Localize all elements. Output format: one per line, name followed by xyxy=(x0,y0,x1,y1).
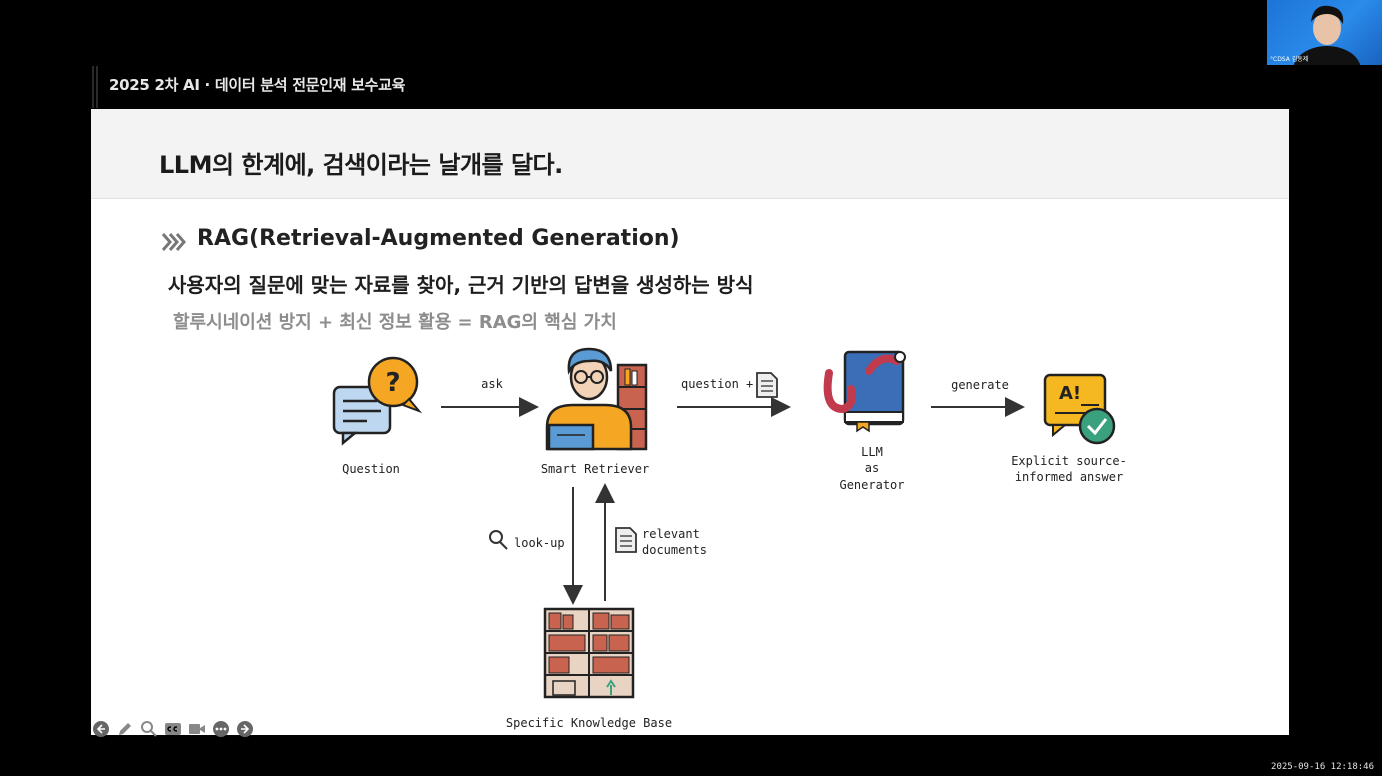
lookup-label: look-up xyxy=(514,536,565,550)
ask-label: ask xyxy=(481,377,503,391)
webcam-name-label: °CDSA 김동제 xyxy=(1270,54,1308,63)
ellipsis-icon xyxy=(212,720,230,738)
knowledge-base-label: Specific Knowledge Base xyxy=(506,716,672,730)
bookshelf-icon xyxy=(545,609,633,697)
question-bubble-icon: ? xyxy=(334,358,419,443)
llm-label-line1: LLM xyxy=(861,445,883,459)
subtitles-button[interactable] xyxy=(164,720,182,738)
presentation-slide: LLM의 한계에, 검색이라는 날개를 달다. RAG(Retrieval-Au… xyxy=(91,109,1289,735)
documents-icon xyxy=(616,528,636,552)
presenter-toolbar xyxy=(92,718,254,740)
question-label: Question xyxy=(342,462,400,476)
relevant-label-line1: relevant xyxy=(642,527,700,541)
previous-slide-button[interactable] xyxy=(92,720,110,738)
llm-label-line2: as xyxy=(865,461,879,475)
document-icon xyxy=(757,373,777,397)
magnifier-icon xyxy=(490,531,507,549)
next-slide-button[interactable] xyxy=(236,720,254,738)
pen-tool-button[interactable] xyxy=(116,720,134,738)
svg-text:?: ? xyxy=(385,368,400,398)
llm-label-line3: Generator xyxy=(839,478,904,492)
arrow-right-icon xyxy=(236,720,254,738)
arrow-left-icon xyxy=(92,720,110,738)
retriever-label: Smart Retriever xyxy=(541,462,649,476)
zoom-button[interactable] xyxy=(140,720,158,738)
more-options-button[interactable] xyxy=(212,720,230,738)
answer-label-line2: informed answer xyxy=(1015,470,1123,484)
camera-button[interactable] xyxy=(188,720,206,738)
pen-icon xyxy=(116,720,134,738)
course-bar-decoration xyxy=(92,66,100,108)
presenter-webcam: °CDSA 김동제 xyxy=(1267,0,1382,65)
retriever-person-icon xyxy=(547,349,646,449)
course-title: 2025 2차 AI · 데이터 분석 전문인재 보수교육 xyxy=(109,74,405,95)
answer-label-line1: Explicit source- xyxy=(1011,454,1127,468)
answer-check-icon: A! xyxy=(1045,375,1114,443)
generate-label: generate xyxy=(951,378,1009,392)
llm-book-icon xyxy=(828,352,905,431)
magnifier-toolbar-icon xyxy=(140,720,158,738)
question-plus-label: question + xyxy=(681,377,753,391)
cc-icon xyxy=(164,720,182,738)
relevant-label-line2: documents xyxy=(642,543,707,557)
recording-timestamp: 2025-09-16 12:18:46 xyxy=(1271,762,1374,772)
answer-icon-text: A! xyxy=(1059,383,1081,404)
video-camera-icon xyxy=(188,720,206,738)
rag-diagram: ? Question ask Smart Retriever question … xyxy=(91,109,1289,735)
